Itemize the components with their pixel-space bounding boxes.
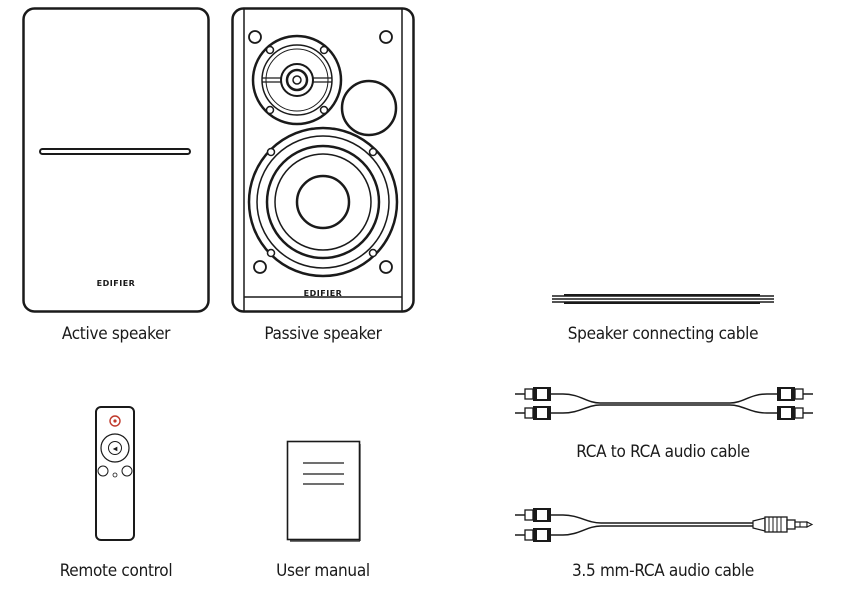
rca-plug-right-top	[767, 387, 813, 401]
aux-cable-illustration	[515, 508, 814, 542]
rca-plug-left-top	[515, 387, 563, 401]
aux-rca-plug-top	[515, 508, 563, 522]
aux-cable-label: 3.5 mm-RCA audio cable	[571, 561, 755, 581]
user-manual-label: User manual	[276, 561, 370, 581]
rca-cable-illustration	[515, 387, 813, 420]
active-speaker-label: Active speaker	[61, 324, 171, 344]
user-manual-illustration	[286, 440, 361, 542]
svg-text:◀: ◀	[113, 446, 118, 453]
passive-speaker-brand: EDIFIER	[304, 289, 343, 298]
rca-plug-right-bottom	[767, 406, 813, 420]
speaker-cable-illustration	[552, 294, 774, 304]
rca-cable-label: RCA to RCA audio cable	[576, 442, 750, 462]
aux-rca-plug-bottom	[515, 528, 563, 542]
speaker-cable-label: Speaker connecting cable	[567, 324, 759, 344]
passive-speaker-label: Passive speaker	[264, 324, 382, 344]
rca-plug-left-bottom	[515, 406, 563, 420]
passive-speaker-illustration: EDIFIER	[231, 7, 415, 313]
remote-control-label: Remote control	[59, 561, 173, 581]
remote-control-illustration: ◀	[95, 406, 135, 541]
active-speaker-brand: EDIFIER	[97, 279, 136, 288]
active-speaker-illustration: EDIFIER	[22, 7, 210, 313]
aux-3-5mm-plug	[752, 516, 814, 533]
